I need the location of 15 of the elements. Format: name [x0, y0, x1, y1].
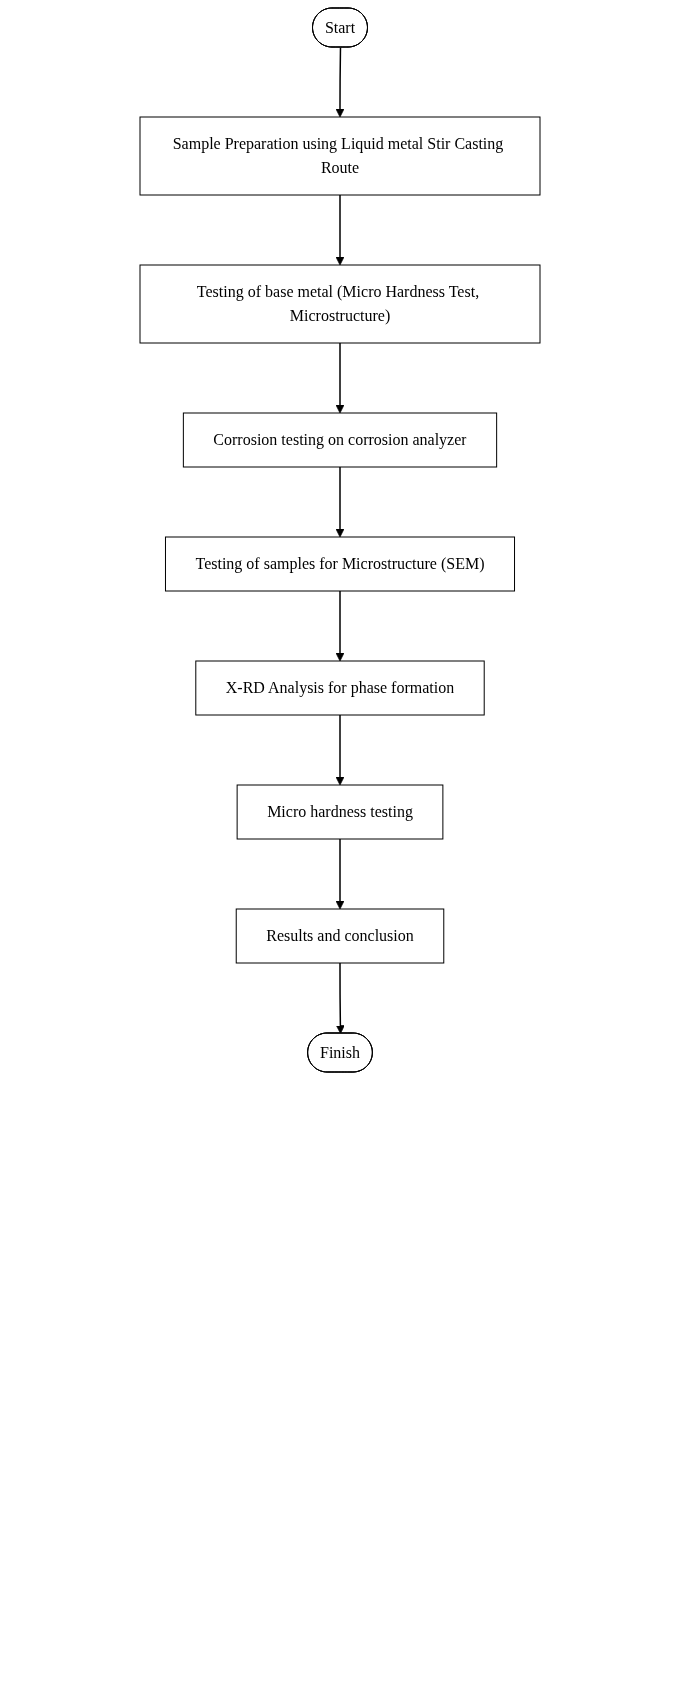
arrow: [335, 838, 344, 910]
node-box: Sample Preparation using Liquid metal Stir Casting Route: [139, 116, 540, 196]
arrow: [335, 342, 344, 414]
arrow: [335, 962, 345, 1034]
arrow: [335, 46, 344, 118]
arrow: [335, 590, 344, 662]
node-box: Micro hardness testing: [236, 784, 443, 840]
node-box: Testing of samples for Microstructure (SEM): [164, 536, 515, 592]
node-box: Corrosion testing on corrosion analyzer: [182, 412, 497, 468]
arrow: [335, 194, 344, 266]
arrow: [335, 466, 344, 538]
node-box: X-RD Analysis for phase formation: [194, 660, 485, 716]
arrow: [335, 714, 344, 786]
node-box: Results and conclusion: [235, 908, 444, 964]
node-box: Testing of base metal (Micro Hardness Test, Microstructure): [139, 264, 540, 344]
